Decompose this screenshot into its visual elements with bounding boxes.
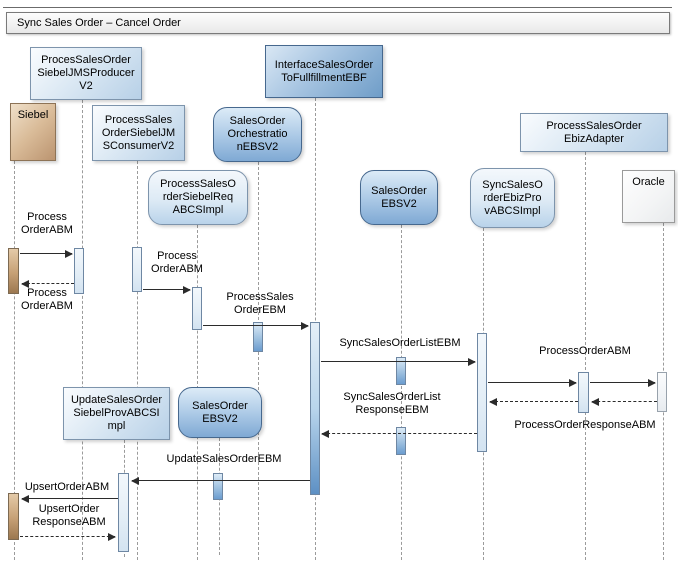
diagram-title-bar: Sync Sales Order – Cancel Order — [6, 12, 670, 34]
actor-update-prov-label: UpdateSalesOrder SiebelProvABCSI mpl — [70, 394, 163, 432]
actor-orchestration-ebsv2-label: SalesOrder Orchestratio nEBSV2 — [227, 115, 288, 153]
message-arrow-process-order-abm-3-seg2 — [590, 379, 656, 387]
diagram-title: Sync Sales Order – Cancel Order — [17, 17, 181, 29]
message-label-process-order-abm-3: ProcessOrderABM — [539, 345, 631, 357]
activation-orchestration-ebsv2 — [253, 322, 263, 352]
lifeline-orchestration-ebsv2 — [258, 162, 259, 560]
actor-siebel: Siebel — [10, 103, 56, 161]
actor-ebiz-adapter-label: ProcessSalesOrder EbizAdapter — [546, 119, 642, 145]
actor-sales-order-ebsv2-bottom-label: SalesOrder EBSV2 — [192, 399, 248, 425]
message-arrow-upsert-order-abm — [21, 495, 118, 503]
activation-sales-order-ebsv2-response — [396, 427, 406, 455]
activation-siebel-2 — [8, 493, 19, 540]
message-arrow-process-sales-order-ebm — [203, 322, 309, 330]
message-arrow-process-order-abm-1 — [20, 250, 73, 258]
activation-oracle — [657, 372, 667, 412]
message-label-upsert-order-abm: UpsertOrderABM — [24, 481, 110, 493]
message-arrow-update-sales-order-ebm — [131, 477, 310, 485]
activation-siebel-1 — [8, 248, 19, 294]
message-arrow-upsert-order-response-abm — [20, 533, 116, 541]
lifeline-ebiz-adapter — [585, 152, 586, 560]
actor-jms-consumer: ProcessSales OrderSiebelJM SConsumerV2 — [92, 105, 185, 161]
activation-jms-consumer — [132, 247, 142, 292]
message-label-sync-sales-order-list-ebm: SyncSalesOrderListEBM — [339, 337, 461, 349]
actor-jms-producer-label: ProcesSalesOrder SiebelJMSProducer V2 — [37, 54, 135, 92]
actor-siebel-req-abcs-label: ProcessSalesO rderSiebelReq ABCSImpl — [160, 178, 236, 216]
actor-sales-order-ebsv2-bottom: SalesOrder EBSV2 — [178, 387, 262, 438]
activation-siebel-req-abcs — [192, 287, 202, 330]
message-arrow-process-order-abm-3-seg1 — [488, 379, 577, 387]
message-arrow-sync-sales-order-list-response-ebm — [321, 430, 477, 438]
lifeline-jms-producer — [82, 100, 83, 560]
message-arrow-process-order-abm-2 — [143, 286, 191, 294]
activation-interface-ebf — [310, 322, 320, 495]
message-arrow-process-order-response-abm-seg2 — [489, 398, 578, 406]
activation-update-prov — [118, 473, 129, 552]
message-label-process-order-response-abm: ProcessOrderResponseABM — [514, 419, 656, 431]
message-arrow-sync-sales-order-list-ebm — [321, 358, 476, 366]
lifeline-sales-order-ebsv2 — [401, 225, 402, 560]
actor-oracle-label: Oracle — [632, 176, 665, 188]
activation-jms-producer — [74, 248, 84, 294]
message-label-upsert-order-response-abm: UpsertOrder ResponseABM — [32, 503, 106, 528]
actor-jms-consumer-label: ProcessSales OrderSiebelJM SConsumerV2 — [101, 113, 176, 152]
actor-interface-ebf-label: InterfaceSalesOrder ToFullfillmentEBF — [274, 58, 374, 84]
lifeline-jms-consumer — [137, 161, 138, 560]
activation-sync-ebiz-prov — [477, 333, 487, 452]
actor-sales-order-ebsv2: SalesOrder EBSV2 — [360, 170, 438, 225]
message-label-process-order-abm-1: Process OrderABM — [21, 211, 73, 236]
actor-sync-ebiz-prov-label: SyncSalesO rderEbizPro vABCSImpl — [482, 178, 543, 217]
message-label-process-order-abm-2: Process OrderABM — [151, 250, 203, 275]
message-arrow-process-order-response-abm-seg1 — [591, 398, 657, 406]
activation-sales-order-ebsv2-request — [396, 357, 406, 385]
actor-siebel-label: Siebel — [17, 109, 49, 121]
actor-ebiz-adapter: ProcessSalesOrder EbizAdapter — [520, 113, 668, 152]
actor-oracle: Oracle — [622, 170, 675, 223]
actor-interface-ebf: InterfaceSalesOrder ToFullfillmentEBF — [265, 45, 383, 98]
activation-sales-order-ebsv2-bottom — [213, 473, 223, 500]
message-label-update-sales-order-ebm: UpdateSalesOrderEBM — [166, 453, 282, 465]
message-label-process-order-abm-1-response: Process OrderABM — [21, 287, 73, 312]
actor-sync-ebiz-prov: SyncSalesO rderEbizPro vABCSImpl — [470, 168, 555, 228]
actor-siebel-req-abcs: ProcessSalesO rderSiebelReq ABCSImpl — [148, 170, 248, 225]
message-label-sync-sales-order-list-response-ebm: SyncSalesOrderList ResponseEBM — [343, 391, 441, 416]
actor-orchestration-ebsv2: SalesOrder Orchestratio nEBSV2 — [213, 107, 302, 162]
actor-sales-order-ebsv2-label: SalesOrder EBSV2 — [371, 184, 427, 210]
actor-jms-producer: ProcesSalesOrder SiebelJMSProducer V2 — [30, 47, 142, 100]
figure-top-rule — [3, 7, 672, 8]
lifeline-siebel — [14, 161, 15, 560]
activation-ebiz-adapter — [578, 372, 589, 413]
message-label-process-sales-order-ebm: ProcessSales OrderEBM — [226, 291, 294, 316]
actor-update-prov: UpdateSalesOrder SiebelProvABCSI mpl — [63, 387, 170, 440]
message-arrow-process-order-abm-1-response — [21, 280, 74, 288]
